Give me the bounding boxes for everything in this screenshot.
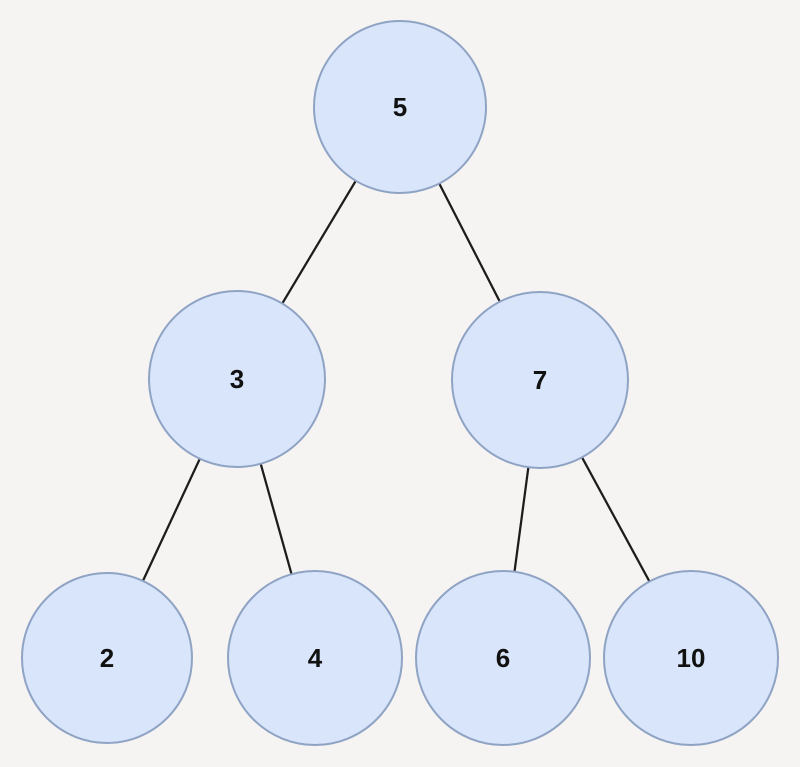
tree-node-7: 7: [451, 291, 629, 469]
tree-node-value: 3: [230, 364, 244, 394]
tree-node-value: 10: [677, 643, 706, 673]
tree-node-5: 5: [313, 20, 487, 194]
tree-node-circle-7: [451, 291, 629, 469]
tree-node-6: 6: [415, 570, 591, 746]
tree-node-2: 2: [21, 572, 193, 744]
tree-node-value: 6: [496, 643, 510, 673]
tree-node-value: 2: [100, 643, 114, 673]
tree-node-4: 4: [227, 570, 403, 746]
tree-node-3: 3: [148, 290, 326, 468]
tree-node-value: 7: [533, 365, 547, 395]
tree-node-value: 4: [308, 643, 323, 673]
tree-node-circle-10: [603, 570, 779, 746]
tree-node-circle-2: [21, 572, 193, 744]
tree-node-circle-6: [415, 570, 591, 746]
tree-node-circle-3: [148, 290, 326, 468]
tree-node-circle-5: [313, 20, 487, 194]
tree-node-value: 5: [393, 92, 407, 122]
tree-node-10: 10: [603, 570, 779, 746]
tree-node-circle-4: [227, 570, 403, 746]
